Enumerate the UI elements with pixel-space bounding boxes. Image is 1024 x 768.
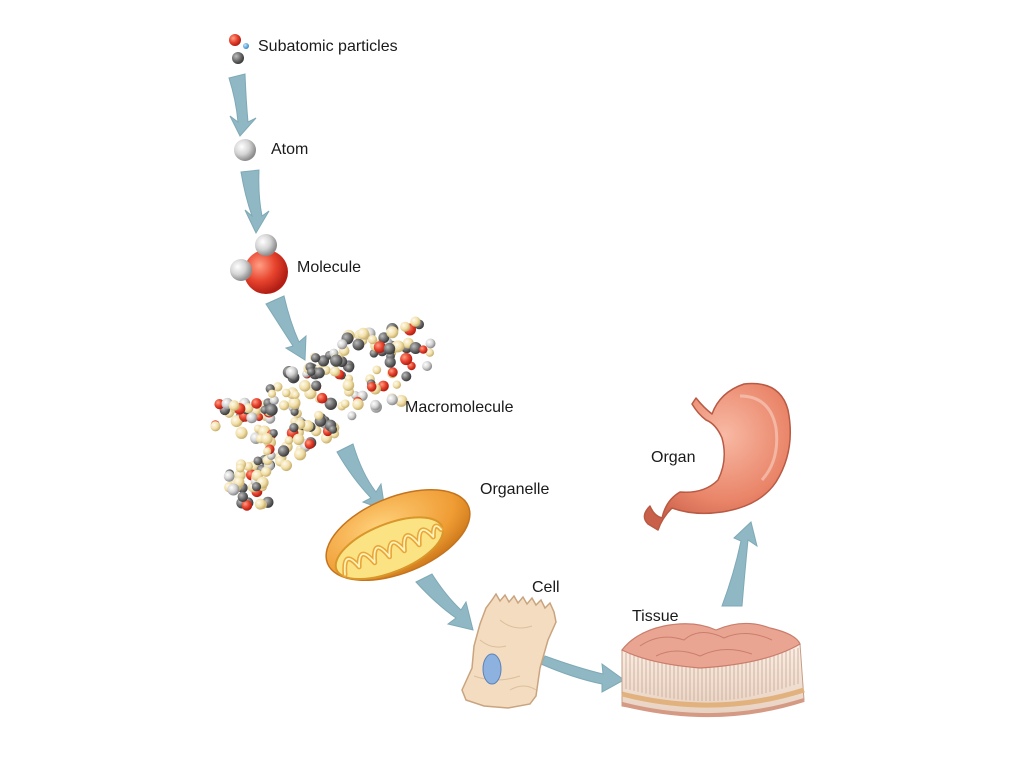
label-organelle: Organelle: [480, 481, 550, 498]
label-tissue: Tissue: [632, 608, 679, 625]
arrow-cell-to-tissue: [540, 655, 625, 693]
stomach-icon: [643, 382, 791, 531]
label-molecule: Molecule: [297, 259, 362, 276]
mitochondrion-icon: [325, 488, 471, 582]
label-atom: Atom: [271, 141, 309, 158]
arrow-subatomic-to-atom: [228, 73, 257, 137]
macromolecule-icon: [210, 316, 436, 511]
label-cell: Cell: [532, 579, 560, 596]
atom-icon: [234, 139, 256, 161]
molecule-icon: [230, 234, 288, 294]
subatomic-particles-icon: [229, 34, 249, 64]
label-subatomic-particles: Subatomic particles: [258, 38, 398, 55]
arrow-organelle-to-cell: [415, 573, 474, 631]
arrow-atom-to-molecule: [240, 169, 270, 235]
arrow-macromolecule-to-organelle: [336, 443, 386, 511]
arrow-molecule-to-macromolecule: [265, 295, 307, 361]
label-organ: Organ: [651, 449, 696, 466]
arrow-tissue-to-organ: [721, 521, 758, 607]
tissue-icon: [621, 622, 805, 718]
label-macromolecule: Macromolecule: [405, 399, 514, 416]
cell-icon: [461, 592, 557, 709]
flow-arrows: [228, 73, 758, 693]
